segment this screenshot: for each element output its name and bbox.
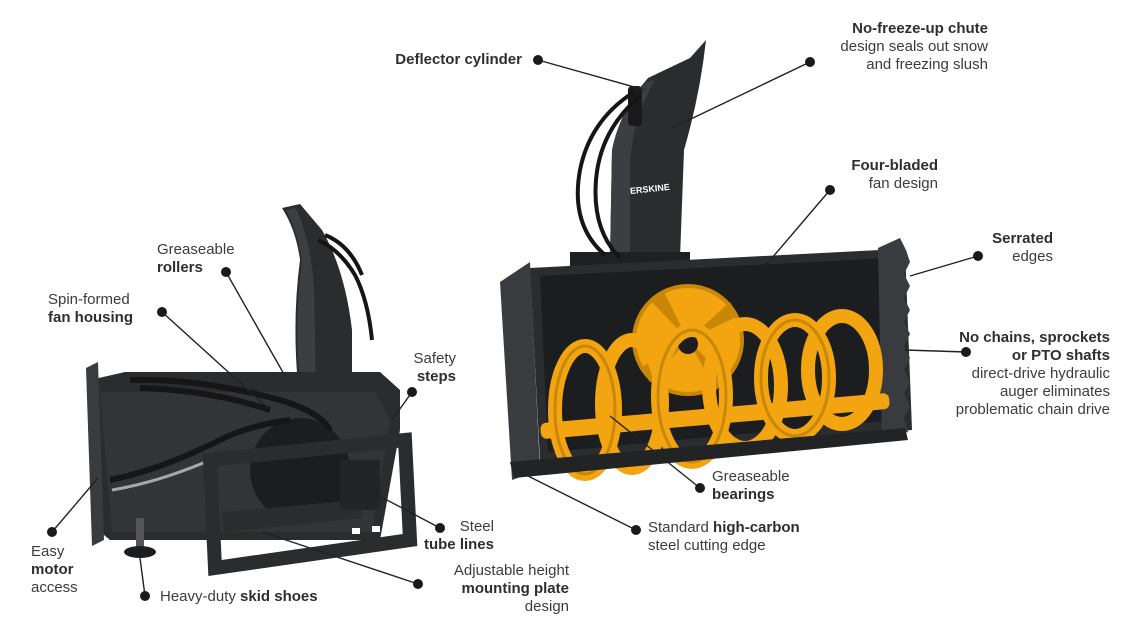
rear-chute	[282, 204, 352, 385]
label-skid-pre: Heavy-duty	[160, 588, 241, 605]
front-snowblower: ERSKINE	[500, 40, 912, 481]
label-skid-bold: skid shoes	[240, 588, 318, 605]
label-deflector-cylinder: Deflector cylinder	[395, 51, 522, 69]
front-cutting-edge	[510, 428, 908, 478]
label-motor-access: Easy motor access	[31, 543, 78, 597]
label-cutting-edge-pre: Standard	[648, 519, 714, 536]
label-no-chains-line5: problematic chain drive	[955, 401, 1110, 418]
front-logo: ERSKINE	[629, 182, 670, 196]
label-skid-shoes: Heavy-duty skid shoes	[160, 588, 318, 606]
label-fan-housing-bold: fan housing	[48, 309, 133, 326]
label-no-chains: No chains, sprockets or PTO shafts direc…	[956, 329, 1110, 419]
label-cutting-edge: Standard high-carbon steel cutting edge	[648, 519, 800, 555]
rear-skid-shoe	[124, 518, 156, 558]
label-chute-line3: and freezing slush	[866, 56, 988, 73]
label-serrated-line2: edges	[1012, 248, 1053, 265]
rear-hoses	[317, 233, 374, 341]
label-motor-post: access	[31, 579, 78, 596]
label-fan-housing-pre: Spin-formed	[48, 291, 130, 308]
label-tube-lines: Steel tube lines	[424, 518, 494, 554]
label-chute-line2: design seals out snow	[840, 38, 988, 55]
rear-mounting-plate	[202, 432, 418, 577]
label-tube-pre: Steel	[459, 518, 494, 535]
label-fan-design-bold: Four-bladed	[851, 157, 938, 174]
front-chute	[610, 40, 706, 258]
label-bearings: Greaseable bearings	[712, 468, 790, 504]
label-deflector-bold: Deflector cylinder	[395, 51, 522, 68]
leader-dots	[47, 55, 983, 601]
front-left-sideplate	[500, 262, 540, 480]
label-tube-bold: tube lines	[423, 536, 494, 553]
label-mounting-pre: Adjustable height	[453, 562, 569, 579]
label-rollers-pre: Greaseable	[157, 241, 235, 258]
label-rollers-bold: rollers	[157, 259, 203, 276]
label-bearings-bold: bearings	[712, 486, 775, 503]
rear-hydraulic-lines	[109, 376, 333, 483]
rear-snowblower	[86, 204, 418, 577]
label-mounting-plate: Adjustable height mounting plate design	[454, 562, 569, 616]
label-safety-steps: Safety steps	[413, 350, 456, 386]
rear-left-sideplate	[86, 362, 104, 546]
label-cutting-edge-line2: steel cutting edge	[648, 537, 766, 554]
label-serrated: Serrated edges	[992, 230, 1053, 266]
label-fan-housing: Spin-formed fan housing	[48, 291, 133, 327]
label-no-chains-bold1: No chains, sprockets	[959, 329, 1110, 346]
front-hoses	[575, 90, 642, 260]
label-safety-bold: steps	[416, 368, 456, 385]
label-no-chains-bold2: or PTO shafts	[1011, 347, 1110, 364]
label-rollers: Greaseable rollers	[157, 241, 235, 277]
label-cutting-edge-bold: high-carbon	[713, 519, 800, 536]
label-bearings-pre: Greaseable	[712, 468, 790, 485]
label-safety-pre: Safety	[413, 350, 456, 367]
label-chute-bold: No-freeze-up chute	[852, 20, 988, 37]
label-motor-bold: motor	[31, 561, 74, 578]
label-chute: No-freeze-up chute design seals out snow…	[840, 20, 988, 74]
label-fan-design-line2: fan design	[868, 175, 938, 192]
leader-lines	[51, 59, 979, 597]
label-motor-pre: Easy	[31, 543, 65, 560]
label-no-chains-line3: direct-drive hydraulic	[971, 365, 1110, 382]
label-mounting-bold: mounting plate	[461, 580, 570, 597]
label-no-chains-line4: auger eliminates	[999, 383, 1110, 400]
label-fan-design: Four-bladed fan design	[851, 157, 938, 193]
front-right-sideplate	[878, 238, 910, 440]
rear-safety-steps	[340, 460, 380, 510]
label-serrated-bold: Serrated	[992, 230, 1053, 247]
label-mounting-post: design	[524, 598, 569, 615]
